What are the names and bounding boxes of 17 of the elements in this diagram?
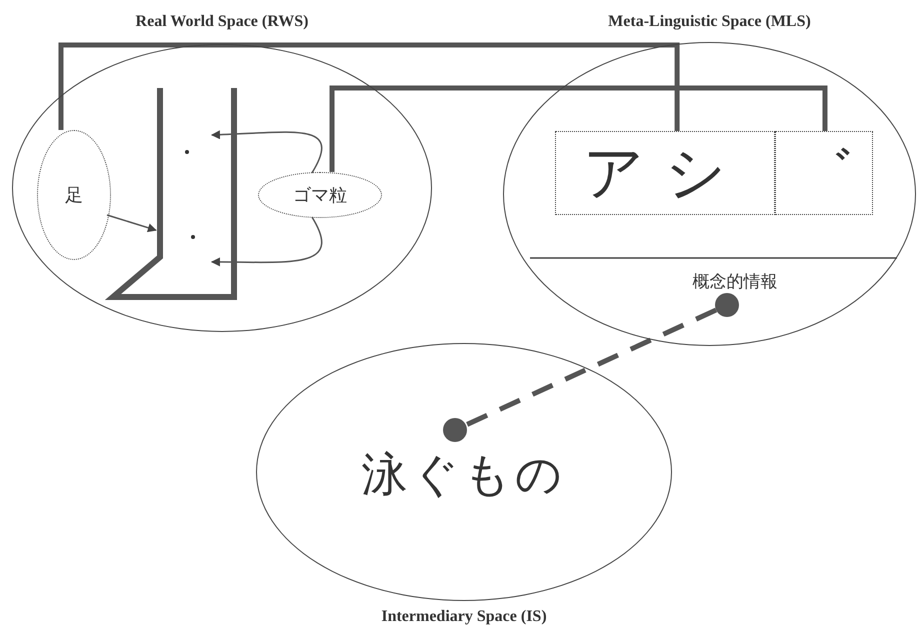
character-box: アシ (555, 131, 775, 215)
space-title: Real World Space (RWS) (134, 12, 310, 32)
dot-marker (443, 418, 467, 442)
term-ellipse: ゴマ粒 (258, 172, 382, 218)
arrow (210, 216, 322, 266)
node-caption: 概念的情報 (692, 270, 778, 292)
connector-line (464, 308, 718, 428)
space-title: Intermediary Space (IS) (380, 607, 548, 627)
dot-marker (715, 293, 739, 317)
node-text: 泳ぐもの (360, 446, 568, 503)
term-ellipse: 足 (37, 130, 111, 260)
connector-line (58, 42, 680, 131)
space-title: Meta-Linguistic Space (MLS) (607, 12, 812, 32)
character-box: ゛ (775, 131, 873, 215)
connector-line (330, 86, 828, 172)
arrow (210, 130, 322, 174)
arrow (106, 214, 157, 232)
